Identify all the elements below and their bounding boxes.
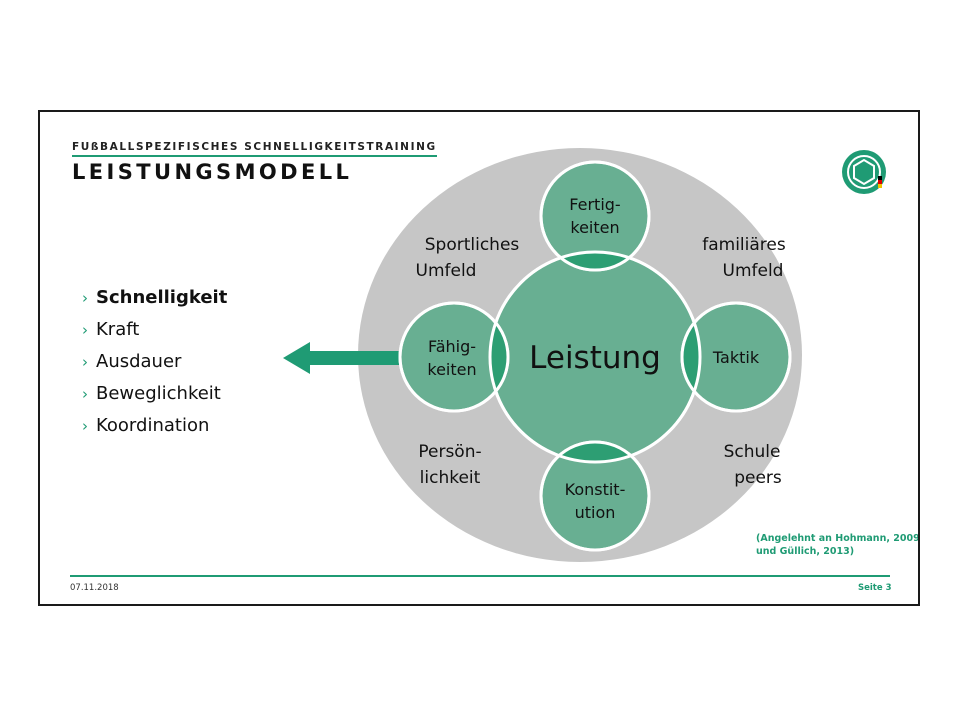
node-label-top-1: Fertig-	[569, 195, 620, 214]
chevron-right-icon: ›	[82, 385, 88, 403]
citation-line-2: und Güllich, 2013)	[756, 546, 854, 557]
env-label-bottom-right-1: Schule	[724, 442, 781, 462]
chevron-right-icon: ›	[82, 417, 88, 435]
footer-page-number: Seite 3	[858, 583, 892, 593]
chevron-right-icon: ›	[82, 353, 88, 371]
node-label-bottom-2: ution	[575, 503, 616, 522]
node-label-bottom-1: Konstit-	[565, 480, 626, 499]
node-label-left-1: Fähig-	[428, 337, 476, 356]
footer-divider	[70, 575, 890, 577]
dfb-logo-icon	[842, 150, 886, 194]
env-label-bottom-left-1: Persön-	[418, 442, 481, 462]
node-label-left-2: keiten	[427, 360, 476, 379]
footer-date: 07.11.2018	[70, 583, 119, 593]
performance-model-diagram: Leistung Fertig- keiten Fähig- keiten Ta…	[283, 148, 918, 562]
center-label: Leistung	[529, 340, 661, 376]
list-item: ›Ausdauer	[82, 351, 182, 372]
env-label-top-left-2: Umfeld	[416, 261, 477, 281]
node-label-top-2: keiten	[570, 218, 619, 237]
chevron-right-icon: ›	[82, 289, 88, 307]
slide-title: LEISTUNGSMODELL	[72, 160, 353, 184]
env-label-top-right-2: Umfeld	[723, 261, 784, 281]
env-label-top-left-1: Sportliches	[425, 235, 520, 255]
env-label-top-right-1: familiäres	[702, 235, 786, 255]
env-label-bottom-right-2: peers	[734, 468, 782, 488]
list-item: ›Kraft	[82, 319, 140, 340]
env-label-bottom-left-2: lichkeit	[420, 468, 481, 488]
slide-kicker: FUßBALLSPEZIFISCHES SCHNELLIGKEITSTRAINI…	[72, 141, 437, 157]
list-item: ›Schnelligkeit	[82, 287, 228, 308]
citation-line-1: (Angelehnt an Hohmann, 2009	[756, 533, 918, 544]
slide: FUßBALLSPEZIFISCHES SCHNELLIGKEITSTRAINI…	[38, 110, 920, 606]
list-item: ›Beweglichkeit	[82, 383, 221, 404]
node-label-right: Taktik	[712, 348, 760, 367]
circle-outlines	[398, 160, 792, 552]
bullet-list: ›Schnelligkeit ›Kraft ›Ausdauer ›Bewegli…	[82, 282, 227, 442]
arrow-left-icon	[283, 342, 404, 374]
chevron-right-icon: ›	[82, 321, 88, 339]
list-item: ›Koordination	[82, 415, 210, 436]
